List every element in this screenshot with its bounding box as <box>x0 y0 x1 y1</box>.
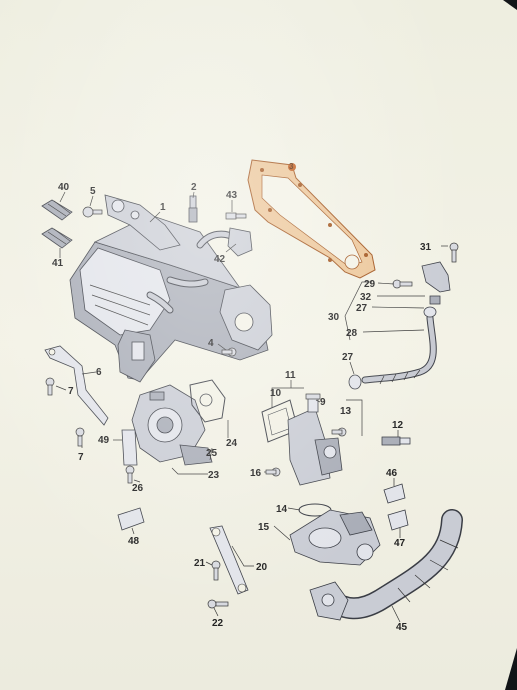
callout-5[interactable]: 5 <box>90 186 96 197</box>
bolt-part-26[interactable] <box>125 465 135 484</box>
bolt-part-5[interactable] <box>82 206 103 218</box>
callout-labels: 40 5 1 2 43 42 41 3 31 29 32 27 30 28 27… <box>52 162 432 633</box>
callout-7-lower[interactable]: 7 <box>78 452 84 463</box>
callout-4[interactable]: 4 <box>208 338 214 349</box>
sleeve-part-48[interactable] <box>117 507 145 531</box>
callout-30[interactable]: 30 <box>328 312 340 323</box>
callout-13[interactable]: 13 <box>340 406 352 417</box>
egr-valve-part-25[interactable] <box>131 384 213 466</box>
clamp-part-27[interactable] <box>348 306 437 390</box>
gasket-part-24[interactable] <box>189 379 226 423</box>
callout-20[interactable]: 20 <box>256 562 268 573</box>
bolt-part-22[interactable] <box>207 599 229 609</box>
sensor-part-32[interactable] <box>421 261 451 305</box>
callout-42[interactable]: 42 <box>214 254 226 265</box>
callout-12[interactable]: 12 <box>392 420 404 431</box>
bracket-part-6[interactable] <box>44 345 109 426</box>
bolt-part-21[interactable] <box>211 560 221 581</box>
bolt-part-13[interactable] <box>331 427 347 437</box>
hose-part-28[interactable] <box>361 314 437 385</box>
bolt-part-4[interactable] <box>221 347 237 357</box>
callout-32[interactable]: 32 <box>360 292 372 303</box>
sensor-part-2[interactable] <box>188 195 198 223</box>
callout-23[interactable]: 23 <box>208 470 220 481</box>
callout-45[interactable]: 45 <box>396 622 408 633</box>
bolt-part-31[interactable] <box>449 242 459 263</box>
callout-28[interactable]: 28 <box>346 328 358 339</box>
callout-15[interactable]: 15 <box>258 522 270 533</box>
sensor-part-12[interactable] <box>381 436 411 446</box>
callout-2[interactable]: 2 <box>191 182 197 193</box>
callout-48[interactable]: 48 <box>128 536 140 547</box>
gasket-part-3[interactable] <box>247 159 376 279</box>
callout-1[interactable]: 1 <box>160 202 166 213</box>
callout-27-lower[interactable]: 27 <box>342 352 354 363</box>
callout-24[interactable]: 24 <box>226 438 238 449</box>
sleeve-part-41[interactable] <box>41 227 73 249</box>
bolt-part-29[interactable] <box>392 279 413 289</box>
plug-part-9[interactable] <box>305 393 321 413</box>
bolt-part-43[interactable] <box>225 212 247 220</box>
callout-11[interactable]: 11 <box>285 370 296 381</box>
callout-26[interactable]: 26 <box>132 483 144 494</box>
callout-47[interactable]: 47 <box>394 538 406 549</box>
bolt-part-16[interactable] <box>265 467 281 477</box>
housing-part-11[interactable] <box>287 407 343 486</box>
callout-3[interactable]: 3 <box>289 162 294 171</box>
elbow-pipe-part-42[interactable] <box>196 227 253 257</box>
callout-10[interactable]: 10 <box>270 388 282 399</box>
callout-27-upper[interactable]: 27 <box>356 303 368 314</box>
sleeve-part-40[interactable] <box>41 199 73 221</box>
callout-14[interactable]: 14 <box>276 504 288 515</box>
sleeve-part-46[interactable] <box>383 483 406 504</box>
callout-9[interactable]: 9 <box>320 397 326 408</box>
callout-16[interactable]: 16 <box>250 468 262 479</box>
bracket-part-20[interactable] <box>209 525 249 595</box>
sleeve-part-47[interactable] <box>387 509 409 531</box>
callout-40[interactable]: 40 <box>58 182 70 193</box>
sleeve-part-49[interactable] <box>121 429 138 466</box>
callout-46[interactable]: 46 <box>386 468 398 479</box>
callout-25[interactable]: 25 <box>206 448 218 459</box>
bolt-part-7-upper[interactable] <box>45 377 55 396</box>
callout-6[interactable]: 6 <box>96 367 102 378</box>
pipe-part-45[interactable] <box>309 509 463 621</box>
callout-31[interactable]: 31 <box>420 242 432 253</box>
manifold-part-1[interactable] <box>69 194 273 383</box>
callout-22[interactable]: 22 <box>212 618 224 629</box>
callout-29[interactable]: 29 <box>364 279 376 290</box>
callout-7-upper[interactable]: 7 <box>68 386 74 397</box>
leader-lines <box>55 191 448 623</box>
bolt-part-7-lower[interactable] <box>75 427 85 447</box>
callout-21[interactable]: 21 <box>194 558 206 569</box>
pump-part-15[interactable] <box>289 509 381 566</box>
callout-43[interactable]: 43 <box>226 190 238 201</box>
callout-41[interactable]: 41 <box>52 258 64 269</box>
callout-49[interactable]: 49 <box>98 435 110 446</box>
